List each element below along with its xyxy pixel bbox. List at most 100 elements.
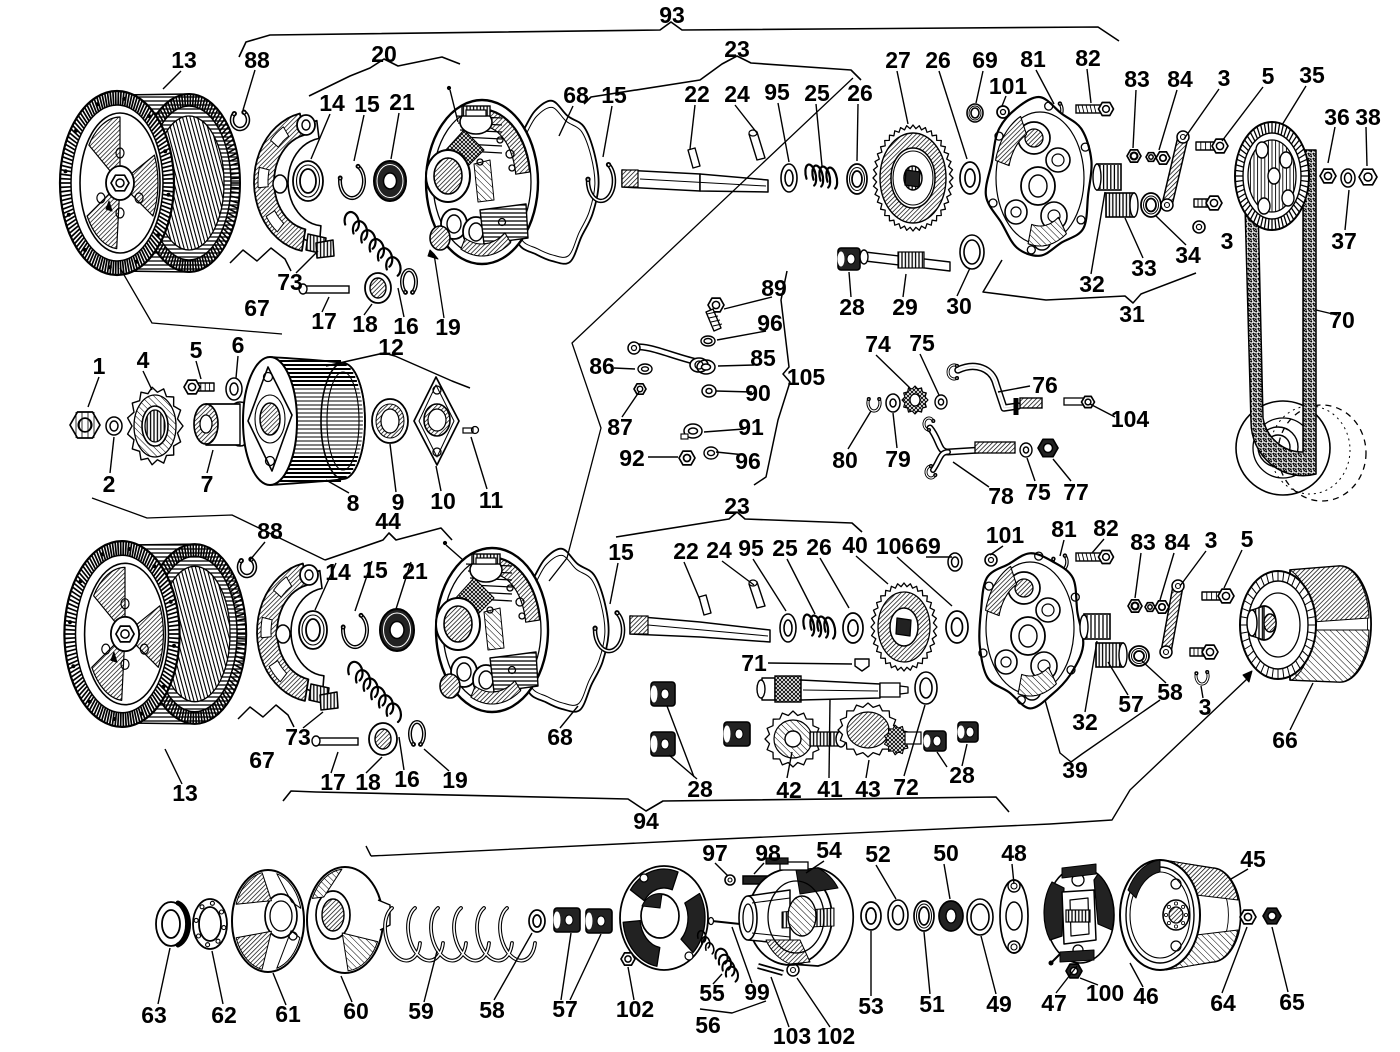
svg-text:65: 65 [1279, 989, 1305, 1015]
svg-text:40: 40 [842, 532, 868, 558]
svg-text:49: 49 [986, 991, 1012, 1017]
svg-text:98: 98 [755, 840, 781, 866]
svg-text:105: 105 [787, 364, 826, 390]
svg-text:3: 3 [1199, 694, 1212, 720]
svg-text:41: 41 [817, 776, 843, 802]
svg-text:3: 3 [1205, 527, 1218, 553]
svg-text:20: 20 [371, 41, 397, 67]
svg-text:81: 81 [1051, 516, 1077, 542]
svg-text:28: 28 [687, 776, 713, 802]
svg-text:39: 39 [1062, 757, 1088, 783]
svg-text:15: 15 [354, 91, 380, 117]
svg-text:30: 30 [946, 293, 972, 319]
svg-text:75: 75 [1025, 479, 1051, 505]
svg-text:85: 85 [750, 345, 776, 371]
svg-text:28: 28 [839, 294, 865, 320]
svg-text:10: 10 [430, 488, 456, 514]
svg-text:67: 67 [249, 747, 275, 773]
svg-text:101: 101 [986, 522, 1025, 548]
svg-text:63: 63 [141, 1002, 167, 1028]
svg-text:21: 21 [402, 558, 428, 584]
svg-text:22: 22 [684, 81, 710, 107]
svg-text:58: 58 [479, 997, 505, 1023]
svg-text:24: 24 [724, 81, 750, 107]
svg-text:26: 26 [806, 534, 832, 560]
svg-text:73: 73 [277, 269, 303, 295]
svg-text:9: 9 [392, 489, 405, 515]
svg-text:29: 29 [892, 294, 918, 320]
svg-text:4: 4 [137, 347, 150, 373]
svg-text:96: 96 [735, 448, 761, 474]
svg-text:48: 48 [1001, 840, 1027, 866]
svg-text:16: 16 [393, 313, 419, 339]
svg-text:70: 70 [1329, 307, 1355, 333]
svg-text:14: 14 [319, 90, 345, 116]
svg-text:102: 102 [817, 1023, 855, 1049]
svg-text:8: 8 [347, 490, 360, 516]
svg-text:94: 94 [633, 808, 659, 834]
svg-text:95: 95 [738, 535, 764, 561]
svg-text:26: 26 [925, 47, 951, 73]
svg-text:84: 84 [1167, 66, 1193, 92]
svg-text:26: 26 [847, 80, 873, 106]
svg-text:21: 21 [389, 89, 415, 115]
svg-text:12: 12 [378, 334, 404, 360]
svg-text:92: 92 [619, 445, 645, 471]
svg-text:102: 102 [616, 996, 654, 1022]
svg-text:57: 57 [1118, 691, 1144, 717]
svg-text:19: 19 [435, 314, 461, 340]
svg-text:103: 103 [773, 1023, 811, 1049]
svg-text:23: 23 [724, 493, 750, 519]
svg-text:61: 61 [275, 1001, 301, 1027]
svg-text:17: 17 [320, 769, 346, 795]
svg-text:69: 69 [915, 533, 941, 559]
svg-text:81: 81 [1020, 46, 1046, 72]
svg-text:82: 82 [1093, 515, 1119, 541]
svg-text:77: 77 [1063, 479, 1089, 505]
svg-text:96: 96 [757, 310, 783, 336]
svg-text:82: 82 [1075, 45, 1101, 71]
svg-text:46: 46 [1133, 983, 1159, 1009]
svg-text:100: 100 [1086, 980, 1124, 1006]
svg-text:93: 93 [659, 2, 685, 28]
svg-text:37: 37 [1331, 228, 1357, 254]
svg-text:69: 69 [972, 47, 998, 73]
svg-text:86: 86 [589, 353, 615, 379]
svg-text:101: 101 [989, 73, 1028, 99]
svg-text:89: 89 [761, 275, 787, 301]
svg-text:18: 18 [355, 769, 381, 795]
svg-text:71: 71 [741, 650, 767, 676]
svg-text:7: 7 [201, 471, 214, 497]
svg-text:25: 25 [804, 80, 830, 106]
svg-text:43: 43 [855, 776, 881, 802]
svg-text:22: 22 [673, 538, 699, 564]
svg-text:11: 11 [479, 487, 504, 513]
svg-text:58: 58 [1157, 679, 1183, 705]
svg-text:91: 91 [738, 414, 764, 440]
svg-text:15: 15 [608, 539, 634, 565]
svg-text:66: 66 [1272, 727, 1298, 753]
svg-text:68: 68 [563, 82, 589, 108]
svg-text:27: 27 [885, 47, 911, 73]
svg-text:52: 52 [865, 841, 891, 867]
svg-text:57: 57 [552, 996, 578, 1022]
svg-text:6: 6 [232, 332, 245, 358]
svg-text:2: 2 [103, 471, 116, 497]
svg-text:83: 83 [1130, 529, 1156, 555]
svg-text:34: 34 [1175, 242, 1201, 268]
svg-text:56: 56 [695, 1012, 721, 1038]
svg-text:42: 42 [776, 777, 802, 803]
svg-text:88: 88 [257, 518, 283, 544]
svg-text:13: 13 [172, 780, 198, 806]
svg-text:74: 74 [865, 331, 891, 357]
svg-text:25: 25 [772, 535, 798, 561]
svg-text:53: 53 [858, 993, 884, 1019]
svg-text:15: 15 [601, 82, 627, 108]
svg-text:38: 38 [1355, 104, 1381, 130]
svg-text:13: 13 [171, 47, 197, 73]
svg-text:24: 24 [706, 537, 732, 563]
svg-text:72: 72 [893, 774, 919, 800]
svg-text:106: 106 [876, 533, 914, 559]
svg-text:87: 87 [607, 414, 633, 440]
svg-text:36: 36 [1324, 104, 1350, 130]
